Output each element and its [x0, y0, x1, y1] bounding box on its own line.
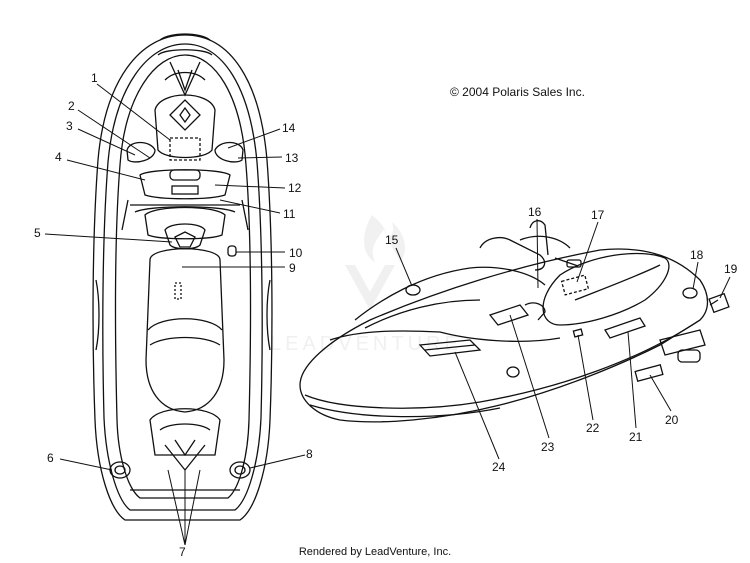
callout-9: 9	[289, 261, 296, 275]
callout-14: 14	[282, 121, 296, 135]
callout-13: 13	[285, 151, 299, 165]
callout-21: 21	[629, 430, 643, 444]
callout-24: 24	[492, 460, 506, 474]
side-view-watercraft	[299, 220, 730, 423]
callout-23: 23	[541, 440, 555, 454]
callout-4: 4	[55, 150, 62, 164]
callout-labels: 1 2 3 4 5 6 7 8 9 10 11 12 13 14 15 16 1…	[34, 71, 738, 559]
watermark-text: LEADVENTURE	[270, 333, 462, 355]
watermark-logo: LEADVENTURE	[270, 215, 462, 355]
copyright-notice: © 2004 Polaris Sales Inc.	[450, 85, 585, 99]
callout-8: 8	[306, 447, 313, 461]
callout-15: 15	[385, 233, 399, 247]
callout-1: 1	[91, 71, 98, 85]
top-view-watercraft	[92, 33, 273, 521]
callout-5: 5	[34, 226, 41, 240]
callout-12: 12	[288, 181, 302, 195]
callout-16: 16	[528, 205, 542, 219]
callout-17: 17	[591, 208, 605, 222]
footer-credit: Rendered by LeadVenture, Inc.	[298, 546, 452, 558]
leader-lines	[44, 83, 731, 546]
callout-10: 10	[289, 246, 303, 260]
callout-22: 22	[586, 421, 600, 435]
callout-6: 6	[47, 451, 54, 465]
callout-19: 19	[724, 262, 738, 276]
callout-18: 18	[690, 248, 704, 262]
callout-7: 7	[179, 545, 186, 559]
callout-11: 11	[283, 207, 296, 221]
callout-3: 3	[66, 119, 73, 133]
callout-2: 2	[68, 99, 75, 113]
callout-20: 20	[665, 413, 679, 427]
